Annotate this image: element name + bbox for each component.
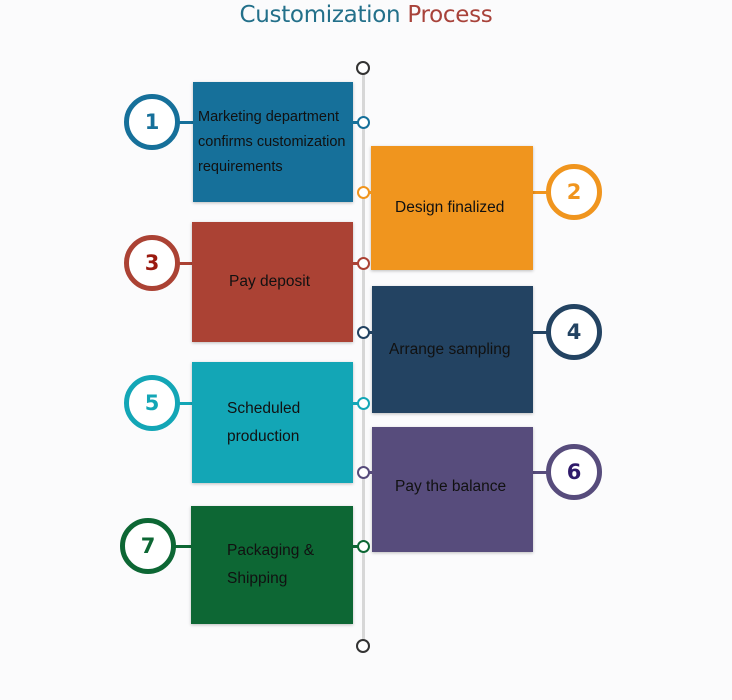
step-7-connector [172, 545, 192, 548]
step-6-label: Pay the balance [395, 477, 507, 495]
step-3-link [353, 262, 360, 265]
step-5-card: Scheduled production [192, 362, 353, 483]
step-4-node [357, 326, 370, 339]
step-2-connector [533, 191, 551, 194]
step-1-number: 1 [144, 110, 160, 134]
step-3-card: Pay deposit [192, 222, 353, 342]
step-4-badge: 4 [546, 304, 602, 360]
step-5-link [353, 402, 360, 405]
step-7-label: Packaging & Shipping [227, 542, 315, 587]
step-5-badge: 5 [124, 375, 180, 431]
title-word-2: Process [407, 2, 493, 28]
step-4-number: 4 [566, 320, 582, 344]
step-7-card: Packaging & Shipping [191, 506, 353, 624]
timeline-end-dot [356, 639, 370, 653]
timeline-start-dot [356, 61, 370, 75]
step-1-badge: 1 [124, 94, 180, 150]
step-7-number: 7 [140, 534, 156, 558]
step-7-node [357, 540, 370, 553]
step-6-badge: 6 [546, 444, 602, 500]
step-5-node [357, 397, 370, 410]
step-2-card: Design finalized [371, 146, 533, 270]
step-4-label: Arrange sampling [389, 340, 511, 358]
step-2-label: Design finalized [395, 199, 505, 216]
step-6-node [357, 466, 370, 479]
step-7-link [353, 545, 360, 548]
step-5-number: 5 [144, 391, 160, 415]
step-5-connector [174, 402, 193, 405]
step-3-badge: 3 [124, 235, 180, 291]
step-3-node [357, 257, 370, 270]
step-1-label: Marketing department confirms customizat… [198, 108, 346, 175]
title-word-1: Customization [239, 2, 401, 28]
step-6-number: 6 [566, 460, 582, 484]
step-1-node [357, 116, 370, 129]
step-1-link [353, 121, 360, 124]
step-1-connector [172, 121, 194, 124]
step-7-badge: 7 [120, 518, 176, 574]
step-3-label: Pay deposit [229, 273, 310, 290]
diagram-title: Customization Process [0, 2, 732, 28]
step-3-number: 3 [144, 251, 160, 275]
step-6-connector [533, 471, 551, 474]
step-5-label: Scheduled production [227, 399, 301, 445]
step-4-connector [533, 331, 551, 334]
step-3-connector [174, 262, 193, 265]
step-2-node [357, 186, 370, 199]
step-6-card: Pay the balance [372, 427, 533, 552]
step-2-badge: 2 [546, 164, 602, 220]
step-4-card: Arrange sampling [372, 286, 533, 413]
step-2-number: 2 [566, 180, 582, 204]
timeline-axis [362, 74, 365, 640]
step-1-card: Marketing department confirms customizat… [193, 82, 353, 202]
